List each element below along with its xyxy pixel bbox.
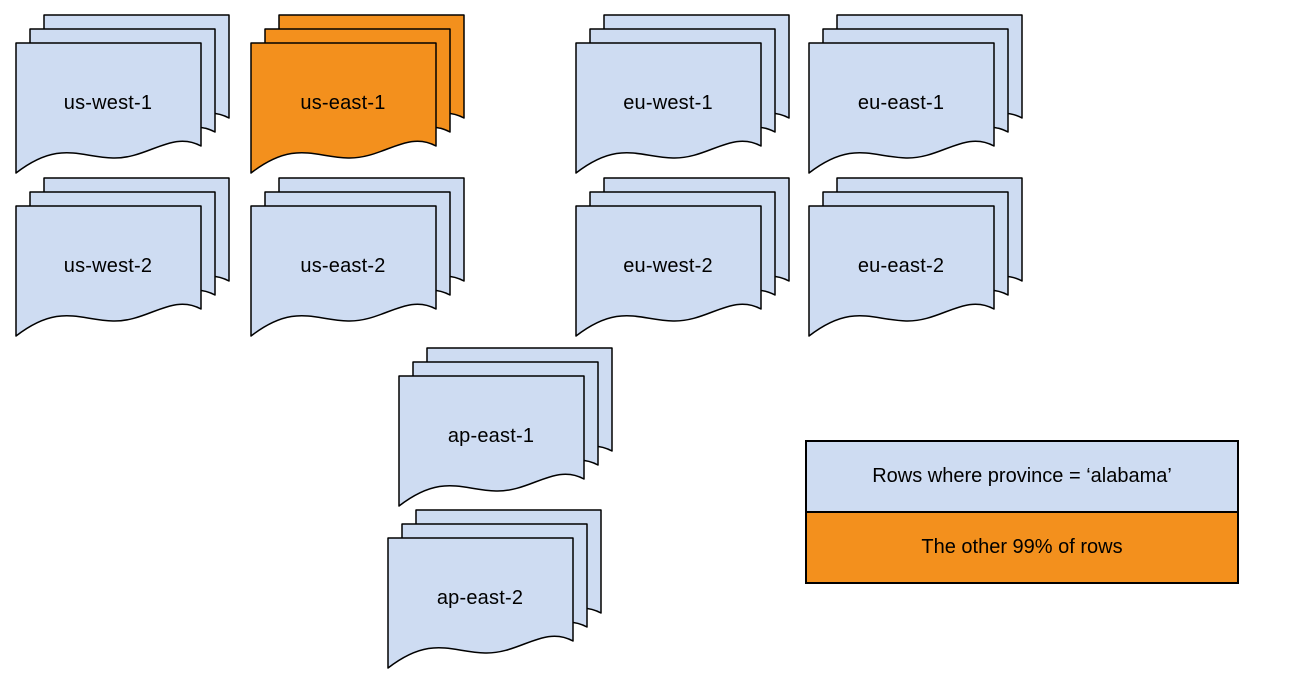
- document-stack-svg: [387, 509, 602, 669]
- document-shape: [575, 205, 762, 337]
- document-stack-svg: [250, 14, 465, 174]
- document-shape: [387, 537, 574, 669]
- document-stack-svg: [15, 14, 230, 174]
- document-stack-svg: [15, 177, 230, 337]
- document-stack-svg: [398, 347, 613, 507]
- legend-row-other-rows: The other 99% of rows: [807, 511, 1237, 582]
- document-stack-svg: [808, 177, 1023, 337]
- document-shape: [808, 205, 995, 337]
- document-shape: [575, 42, 762, 174]
- shard-stack-ap-east-1: ap-east-1: [398, 347, 614, 508]
- document-stack-svg: [250, 177, 465, 337]
- document-shape: [15, 205, 202, 337]
- document-stack-svg: [575, 14, 790, 174]
- document-shape: [15, 42, 202, 174]
- shard-stack-us-west-2: us-west-2: [15, 177, 231, 338]
- legend-label: Rows where province = ‘alabama’: [872, 465, 1172, 487]
- document-shape: [808, 42, 995, 174]
- shard-stack-us-east-2: us-east-2: [250, 177, 466, 338]
- shard-stack-eu-east-1: eu-east-1: [808, 14, 1024, 175]
- document-stack-svg: [808, 14, 1023, 174]
- shard-stack-us-west-1: us-west-1: [15, 14, 231, 175]
- shard-stack-eu-west-1: eu-west-1: [575, 14, 791, 175]
- shard-stack-us-east-1: us-east-1: [250, 14, 466, 175]
- shard-stack-eu-east-2: eu-east-2: [808, 177, 1024, 338]
- legend-label: The other 99% of rows: [921, 536, 1123, 558]
- document-shape: [250, 42, 437, 174]
- legend-row-province-rows: Rows where province = ‘alabama’: [807, 442, 1237, 511]
- document-shape: [398, 375, 585, 507]
- document-stack-svg: [575, 177, 790, 337]
- shard-stack-eu-west-2: eu-west-2: [575, 177, 791, 338]
- document-shape: [250, 205, 437, 337]
- legend: Rows where province = ‘alabama’ The othe…: [805, 440, 1239, 584]
- shard-stack-ap-east-2: ap-east-2: [387, 509, 603, 670]
